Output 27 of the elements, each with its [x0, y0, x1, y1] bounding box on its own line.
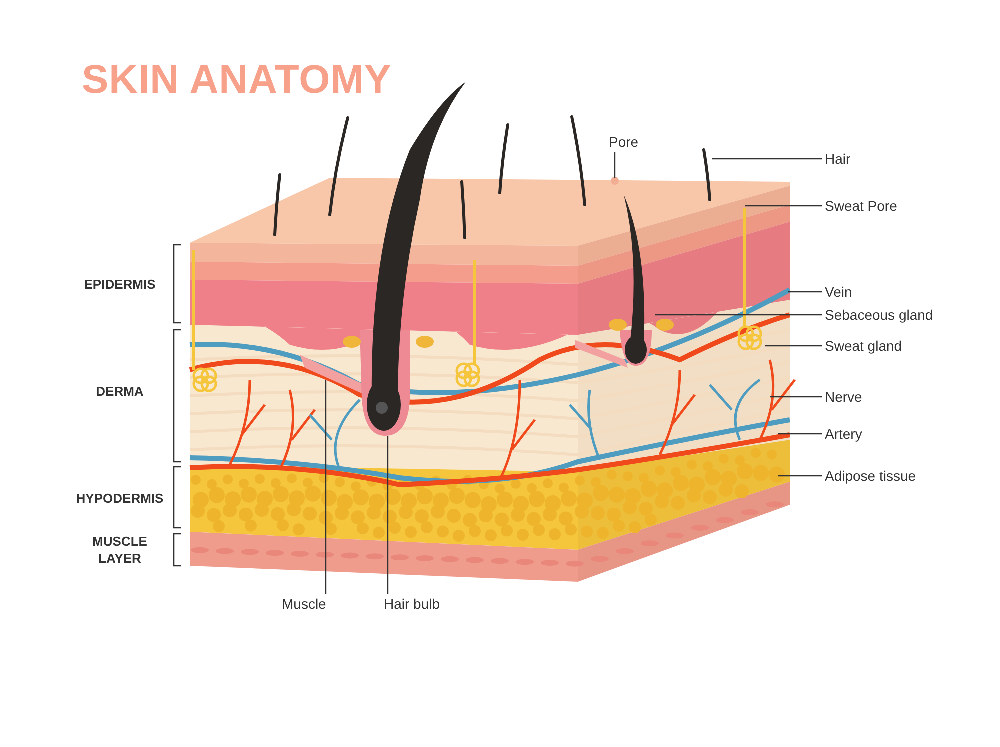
part-label: Nerve	[825, 388, 862, 406]
layer-label: DERMA	[95, 382, 145, 400]
leader-line	[655, 314, 822, 316]
layer-label: EPIDERMIS	[83, 276, 157, 292]
leader-line	[778, 433, 822, 435]
part-label: Hair bulb	[384, 595, 440, 613]
leader-line	[778, 475, 822, 477]
leader-line	[745, 205, 822, 207]
part-label: Vein	[825, 283, 852, 301]
part-label: Hair	[825, 150, 851, 168]
title: SKIN ANATOMY	[82, 58, 392, 103]
part-label: Artery	[825, 425, 862, 443]
part-label: Muscle	[282, 595, 326, 613]
part-label: Sweat gland	[825, 337, 902, 355]
part-label: Pore	[609, 133, 639, 151]
layer-label: HYPODERMIS	[75, 490, 165, 506]
part-label: Sweat Pore	[825, 197, 898, 215]
leader-line	[788, 291, 822, 293]
part-label: Sebaceous gland	[825, 306, 934, 324]
leader-line	[325, 380, 327, 594]
leader-line	[387, 436, 389, 594]
part-label: Adipose tissue	[825, 467, 916, 485]
leader-line	[770, 396, 822, 398]
leader-line	[765, 345, 822, 347]
leader-line	[614, 152, 616, 178]
layer-label: MUSCLE LAYER	[92, 533, 148, 567]
leader-line	[712, 158, 822, 160]
